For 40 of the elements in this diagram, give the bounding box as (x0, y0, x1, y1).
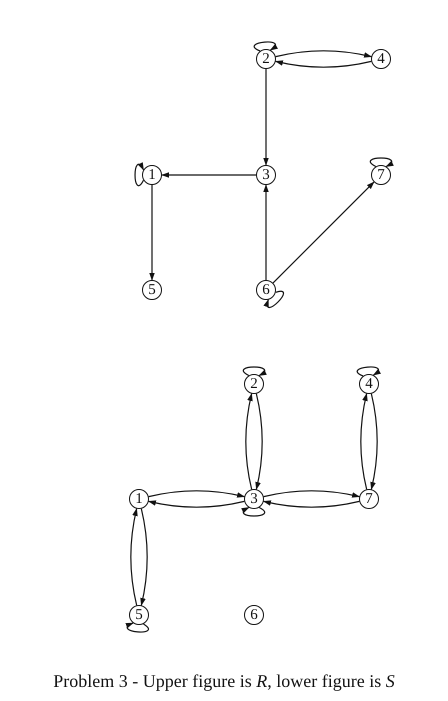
self-loop-arrow (264, 290, 284, 308)
arrow (274, 60, 372, 68)
arrow (272, 182, 374, 284)
arrow (148, 490, 246, 498)
self-loop-arrow (241, 507, 266, 517)
vertex-circle: 3 (256, 165, 276, 185)
vertex-circle: 4 (359, 374, 379, 394)
self-loop-arrow (370, 157, 394, 167)
arrow (276, 50, 372, 58)
caption: Problem 3 - Upper figure is R, lower figure is S (52, 671, 396, 692)
vertex-circle: 5 (142, 280, 162, 300)
arrow (148, 500, 244, 508)
arrow (370, 394, 378, 490)
vertex-circle: 6 (244, 605, 264, 625)
self-loop-arrow (134, 162, 144, 186)
self-loop-arrow (356, 366, 381, 376)
vertex-circle: 4 (371, 49, 391, 69)
vertex-circle: 7 (359, 489, 379, 509)
self-loop-arrow (254, 41, 278, 52)
arrow (263, 184, 269, 280)
vertex-circle: 5 (129, 605, 149, 625)
vertex-circle: 2 (256, 49, 276, 69)
arrow (140, 508, 148, 606)
vertex-circle: 1 (129, 489, 149, 509)
self-loop-arrow (125, 622, 149, 633)
arrow (255, 394, 263, 490)
vertex-circle: 7 (371, 165, 391, 185)
arrow (360, 392, 368, 490)
vertex-circle: 1 (142, 165, 162, 185)
arrow (263, 69, 269, 166)
arrow (161, 172, 256, 178)
vertex-circle: 3 (244, 489, 264, 509)
vertex-circle: 2 (244, 374, 264, 394)
arrow (149, 185, 155, 281)
vertex-circle: 6 (256, 280, 276, 300)
arrow (264, 490, 360, 498)
arrow (130, 508, 138, 606)
arrow (245, 392, 253, 490)
self-loop-arrow (242, 366, 267, 376)
arrow (262, 500, 360, 508)
